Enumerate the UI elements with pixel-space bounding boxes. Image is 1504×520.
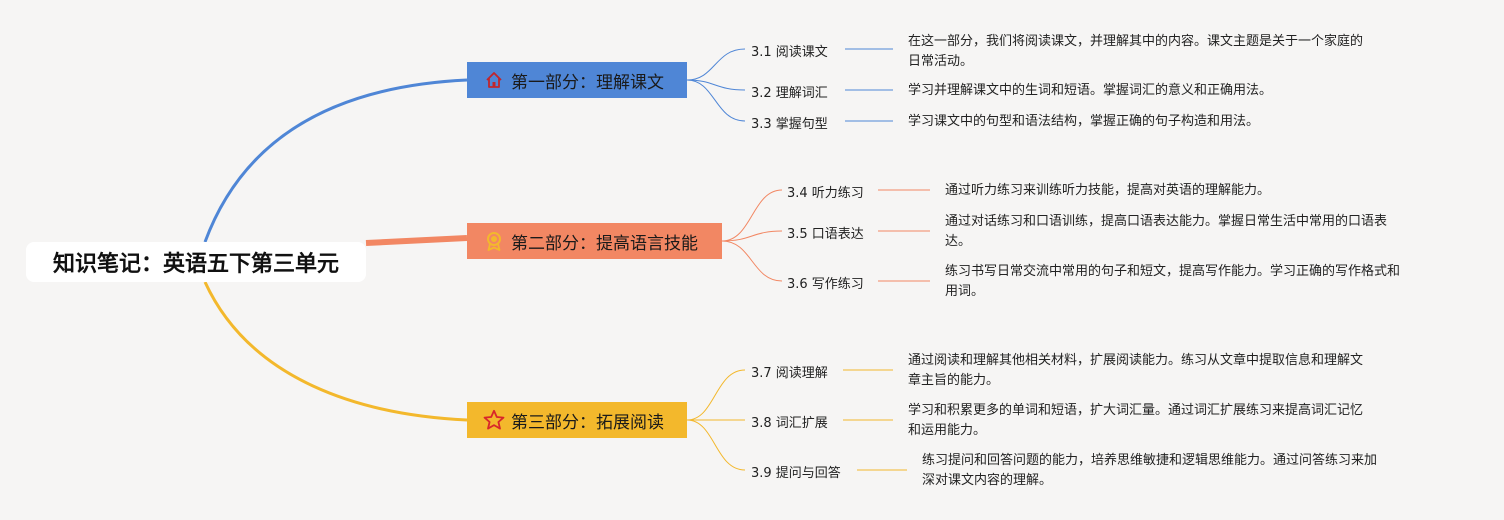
leaf-desc-3-7: 通过阅读和理解其他相关材料，扩展阅读能力。练习从文章中提取信息和理解文 章主旨的… (908, 351, 1363, 391)
connector-branch-3-leaf-3 (686, 419, 746, 471)
branch-title-2: 第二部分：提高语言技能 (511, 233, 698, 254)
connector-root-branch-2 (365, 235, 468, 246)
leaf-label-3-7[interactable]: 3.7 阅读理解 (751, 366, 828, 381)
leaf-desc-3-1: 在这一部分，我们将阅读课文，并理解其中的内容。课文主题是关于一个家庭的 日常活动… (908, 32, 1363, 72)
desc-line: 学习和积累更多的单词和短语，扩大词汇量。通过词汇扩展练习来提高词汇记忆 (908, 403, 1364, 418)
home-icon (483, 69, 505, 91)
leaf-label-3-3[interactable]: 3.3 掌握句型 (751, 117, 828, 132)
leaf-label-3-9[interactable]: 3.9 提问与回答 (751, 466, 841, 481)
leaf-desc-3-3: 学习课文中的句型和语法结构，掌握正确的句子构造和用法。 (908, 112, 1259, 132)
leaf-label-3-6[interactable]: 3.6 写作练习 (787, 277, 864, 292)
leaf-label-3-8[interactable]: 3.8 词汇扩展 (751, 416, 828, 431)
leaf-desc-3-9: 练习提问和回答问题的能力，培养思维敏捷和逻辑思维能力。通过问答练习来加 深对课文… (922, 451, 1377, 491)
leaf-label-3-2[interactable]: 3.2 理解词汇 (751, 86, 828, 101)
desc-line: 通过对话练习和口语训练，提高口语表达能力。掌握日常生活中常用的口语表 (945, 214, 1388, 229)
branch-title-3: 第三部分：拓展阅读 (511, 412, 664, 433)
leaf-desc-3-4: 通过听力练习来训练听力技能，提高对英语的理解能力。 (945, 181, 1270, 201)
desc-line: 学习课文中的句型和语法结构，掌握正确的句子构造和用法。 (908, 114, 1260, 129)
connector-branch-3-leaf-1 (686, 369, 746, 421)
leaf-desc-3-5: 通过对话练习和口语训练，提高口语表达能力。掌握日常生活中常用的口语表 达。 (945, 212, 1387, 252)
connector-branch-2-leaf-1 (721, 189, 783, 242)
desc-line: 用词。 (945, 284, 985, 299)
leaf-desc-3-6: 练习书写日常交流中常用的句子和短文，提高写作能力。学习正确的写作格式和 用词。 (945, 262, 1400, 302)
branch-node-2[interactable]: 第二部分：提高语言技能 (467, 223, 722, 259)
branch-node-3[interactable]: 第三部分：拓展阅读 (467, 402, 687, 438)
desc-line: 在这一部分，我们将阅读课文，并理解其中的内容。课文主题是关于一个家庭的 (908, 34, 1364, 49)
root-node[interactable]: 知识笔记：英语五下第三单元 (26, 242, 366, 282)
star-icon (483, 409, 505, 431)
desc-line: 练习提问和回答问题的能力，培养思维敏捷和逻辑思维能力。通过问答练习来加 (922, 453, 1378, 468)
connector-branch-1-leaf-3 (686, 79, 746, 122)
leaf-desc-3-8: 学习和积累更多的单词和短语，扩大词汇量。通过词汇扩展练习来提高词汇记忆 和运用能… (908, 401, 1363, 441)
connector-branch-2-leaf-3 (721, 240, 783, 282)
desc-line: 达。 (945, 234, 972, 249)
desc-line: 通过阅读和理解其他相关材料，扩展阅读能力。练习从文章中提取信息和理解文 (908, 353, 1364, 368)
branch-title-1: 第一部分：理解课文 (511, 72, 664, 93)
leaf-desc-3-2: 学习并理解课文中的生词和短语。掌握词汇的意义和正确用法。 (908, 81, 1272, 101)
desc-line: 通过听力练习来训练听力技能，提高对英语的理解能力。 (945, 183, 1271, 198)
desc-line: 深对课文内容的理解。 (922, 473, 1053, 488)
connector-root-branch-3 (203, 281, 468, 422)
leaf-label-3-5[interactable]: 3.5 口语表达 (787, 227, 864, 242)
desc-line: 学习并理解课文中的生词和短语。掌握词汇的意义和正确用法。 (908, 83, 1273, 98)
desc-line: 章主旨的能力。 (908, 373, 1000, 388)
desc-line: 日常活动。 (908, 54, 974, 69)
leaf-label-3-4[interactable]: 3.4 听力练习 (787, 186, 864, 201)
branch-node-1[interactable]: 第一部分：理解课文 (467, 62, 687, 98)
desc-line: 和运用能力。 (908, 423, 987, 438)
connector-branch-1-leaf-2 (686, 79, 746, 91)
award-icon (483, 230, 505, 252)
leaf-label-3-1[interactable]: 3.1 阅读课文 (751, 45, 828, 60)
connector-branch-1-leaf-1 (686, 48, 746, 81)
desc-line: 练习书写日常交流中常用的句子和短文，提高写作能力。学习正确的写作格式和 (945, 264, 1401, 279)
connector-root-branch-1 (203, 78, 468, 243)
root-title: 知识笔记：英语五下第三单元 (52, 252, 339, 277)
connector-branch-2-leaf-2 (721, 230, 783, 242)
